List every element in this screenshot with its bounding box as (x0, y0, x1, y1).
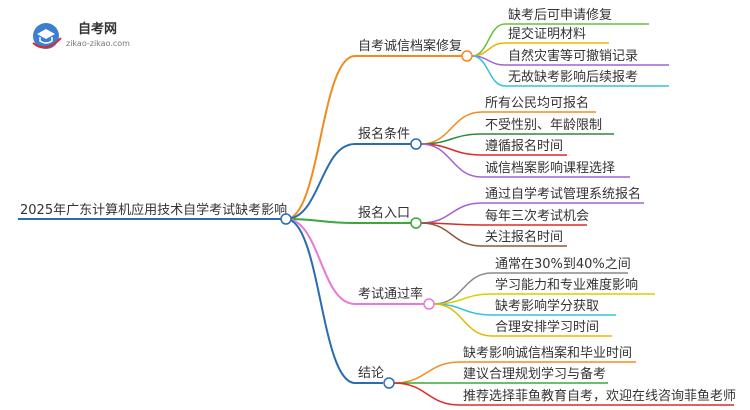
branch-node-circle (410, 217, 422, 229)
leaf-label: 缺考后可申请修复 (508, 8, 612, 23)
leaf-label: 通常在30%到40%之间 (495, 257, 631, 272)
mindmap-nodes: 2025年广东计算机应用技术自学考试缺考影响 自考诚信档案修复 缺考后可申请修复提交… (20, 8, 736, 404)
logo-title: 自考网 (78, 21, 117, 37)
leaf-label: 通过自学考试管理系统报名 (485, 186, 641, 202)
leaf-connector (420, 143, 483, 178)
leaf-label: 缺考影响诚信档案和毕业时间 (463, 345, 632, 361)
leaf-connector (471, 55, 506, 87)
leaf-label: 推荐选择菲鱼教育自考，欢迎在线咨询菲鱼老师 (463, 388, 736, 404)
branch-label: 报名条件 (358, 126, 410, 142)
leaf-connector (433, 303, 493, 337)
leaf-label: 关注报名时间 (485, 229, 563, 245)
branch-node-circle (410, 138, 422, 150)
leaf-connector (393, 361, 461, 384)
leaf-label: 每年三次考试机会 (485, 208, 589, 224)
cap-base-icon (39, 37, 53, 44)
leaf-label: 提交证明材料 (508, 26, 586, 42)
leaf-label: 学习能力和专业难度影响 (495, 277, 638, 293)
leaf-label: 不受性别、年龄限制 (485, 118, 602, 133)
logo-subtitle: zikao-zikao.com (66, 39, 130, 48)
leaf-connector (471, 23, 506, 57)
branch-connector (285, 218, 356, 224)
root-node-circle (280, 213, 292, 225)
leaf-label: 合理安排学习时间 (495, 319, 599, 335)
graduation-cap-icon (37, 29, 55, 39)
branch-node-circle (423, 298, 435, 310)
leaf-connector (393, 382, 461, 406)
leaf-label: 建议合理规划学习与备考 (463, 366, 606, 382)
leaf-label: 缺考影响学分获取 (495, 298, 599, 314)
branch-node-circle (383, 377, 395, 389)
branch-label: 结论 (358, 366, 384, 381)
branch-label: 考试通过率 (358, 286, 423, 302)
branch-connector (285, 218, 356, 384)
leaf-label: 无故缺考影响后续报考 (508, 69, 638, 85)
root-topic: 2025年广东计算机应用技术自学考试缺考影响 (20, 202, 287, 218)
leaf-label: 遵循报名时间 (485, 138, 563, 154)
branch-connector (285, 55, 356, 220)
leaf-label: 自然灾害等可撤销记录 (508, 48, 638, 64)
logo-swoosh-icon (32, 37, 62, 49)
leaf-connector (420, 222, 483, 247)
branch-label: 报名入口 (358, 205, 410, 221)
site-logo: 自考网 zikao-zikao.com (32, 21, 130, 49)
branch-connector (285, 143, 356, 220)
branch-node-circle (461, 50, 473, 62)
connector-lines (18, 23, 734, 406)
branch-connector (285, 218, 356, 305)
leaf-label: 诚信档案影响课程选择 (485, 160, 615, 176)
leaf-connector (420, 202, 483, 224)
leaf-label: 所有公民均可报名 (485, 95, 589, 111)
branch-label: 自考诚信档案修复 (358, 39, 462, 54)
